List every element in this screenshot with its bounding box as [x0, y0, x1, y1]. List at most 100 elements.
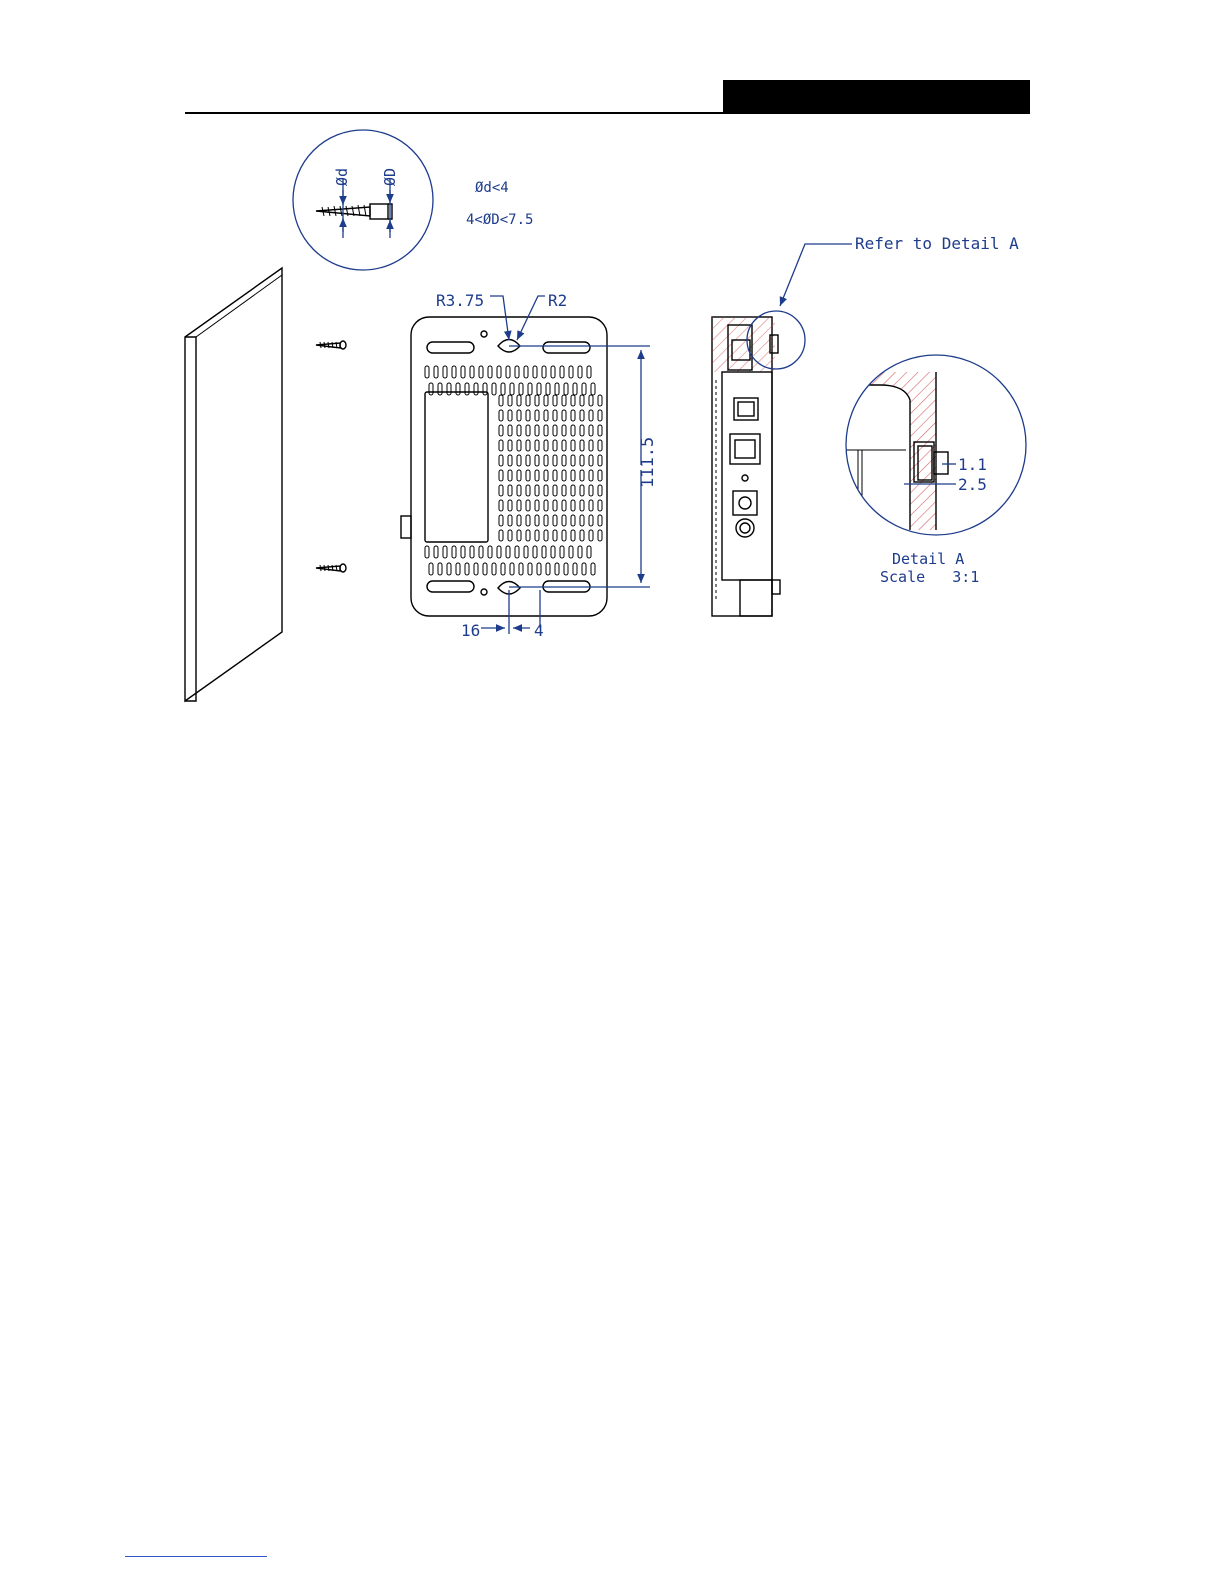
vent-slot — [501, 563, 505, 575]
vent-slot — [447, 383, 451, 395]
vent-slot — [544, 395, 548, 406]
vent-slot — [589, 455, 593, 466]
vent-slot — [526, 500, 530, 511]
vent-slot — [499, 485, 503, 496]
vent-slot — [499, 500, 503, 511]
vent-slot — [447, 563, 451, 575]
power-button-icon — [736, 519, 754, 537]
vent-slot — [497, 546, 501, 558]
vent-slot — [438, 563, 442, 575]
detail-a: 1.1 2.5 Detail A Scale 3:1 — [846, 355, 1026, 586]
vent-slot — [580, 425, 584, 436]
vent-slot — [544, 485, 548, 496]
vent-slot — [578, 546, 582, 558]
vent-slot — [533, 366, 537, 378]
vent-slot — [535, 410, 539, 421]
gap-dimension: 4 — [534, 621, 544, 640]
vent-slot — [517, 515, 521, 526]
vent-slot — [589, 500, 593, 511]
vent-slot — [587, 546, 591, 558]
vent-slot — [562, 500, 566, 511]
vent-slot — [582, 563, 586, 575]
vent-slot — [573, 563, 577, 575]
vent-slot — [517, 500, 521, 511]
vent-slot — [598, 500, 602, 511]
vent-slot — [470, 546, 474, 558]
wall-screw-lower — [316, 564, 346, 572]
vent-slot — [580, 455, 584, 466]
vent-slot — [465, 563, 469, 575]
refer-leader: Refer to Detail A — [780, 234, 1019, 306]
vent-slot — [553, 485, 557, 496]
vent-slot — [553, 410, 557, 421]
vent-slot — [535, 485, 539, 496]
vent-slot — [474, 383, 478, 395]
vent-slot — [499, 470, 503, 481]
vent-slot — [517, 425, 521, 436]
vent-slot — [580, 395, 584, 406]
vent-slot — [598, 440, 602, 451]
vent-slot — [508, 470, 512, 481]
vent-slot — [587, 366, 591, 378]
vent-slot — [553, 425, 557, 436]
vent-slot — [546, 563, 550, 575]
screw-detail: Ød ØD — [293, 130, 433, 270]
vent-slot — [562, 530, 566, 541]
vent-slot — [591, 383, 595, 395]
vent-slot — [526, 530, 530, 541]
vent-slot — [580, 515, 584, 526]
vent-slot — [499, 425, 503, 436]
screw-large-dia-label: ØD — [381, 168, 399, 186]
radius-small-label: R2 — [548, 291, 567, 310]
screw-small-dia-label: Ød — [333, 168, 351, 186]
vent-slot — [562, 515, 566, 526]
vent-slot — [544, 440, 548, 451]
vent-slot — [443, 546, 447, 558]
vent-slot — [508, 425, 512, 436]
vent-slot — [497, 366, 501, 378]
vent-slot — [569, 366, 573, 378]
vent-slot — [544, 500, 548, 511]
wall-panel — [185, 268, 282, 701]
wall-screw-upper — [316, 341, 346, 349]
vent-slot — [598, 455, 602, 466]
vent-slot — [571, 500, 575, 511]
vent-slot — [526, 425, 530, 436]
vent-slot — [562, 410, 566, 421]
vent-slot — [562, 395, 566, 406]
vent-slot — [517, 410, 521, 421]
vent-slot — [544, 455, 548, 466]
vent-slot — [517, 455, 521, 466]
vent-slot — [443, 366, 447, 378]
vent-slot — [562, 455, 566, 466]
vent-slot — [580, 500, 584, 511]
vent-slot — [515, 546, 519, 558]
vent-slot — [562, 425, 566, 436]
vent-slot — [524, 546, 528, 558]
vent-slot — [598, 410, 602, 421]
vent-slot — [488, 366, 492, 378]
vent-slot — [589, 530, 593, 541]
vent-slot — [508, 440, 512, 451]
vent-slot — [535, 515, 539, 526]
vent-slot — [519, 383, 523, 395]
vent-slot — [519, 563, 523, 575]
vent-slot — [582, 383, 586, 395]
vent-slot — [589, 485, 593, 496]
vent-slot — [474, 563, 478, 575]
vent-slot — [553, 395, 557, 406]
vent-slot — [544, 470, 548, 481]
vent-slot — [510, 383, 514, 395]
vent-slot — [591, 563, 595, 575]
vent-slot — [508, 395, 512, 406]
vent-slot — [517, 485, 521, 496]
vent-slot — [456, 563, 460, 575]
vent-slot — [425, 366, 429, 378]
vent-slot — [510, 563, 514, 575]
vent-slot — [589, 440, 593, 451]
vent-slot — [560, 546, 564, 558]
vent-slot — [573, 383, 577, 395]
vent-slot — [551, 546, 555, 558]
detail-scale: Scale 3:1 — [880, 568, 979, 586]
vent-slot — [544, 410, 548, 421]
